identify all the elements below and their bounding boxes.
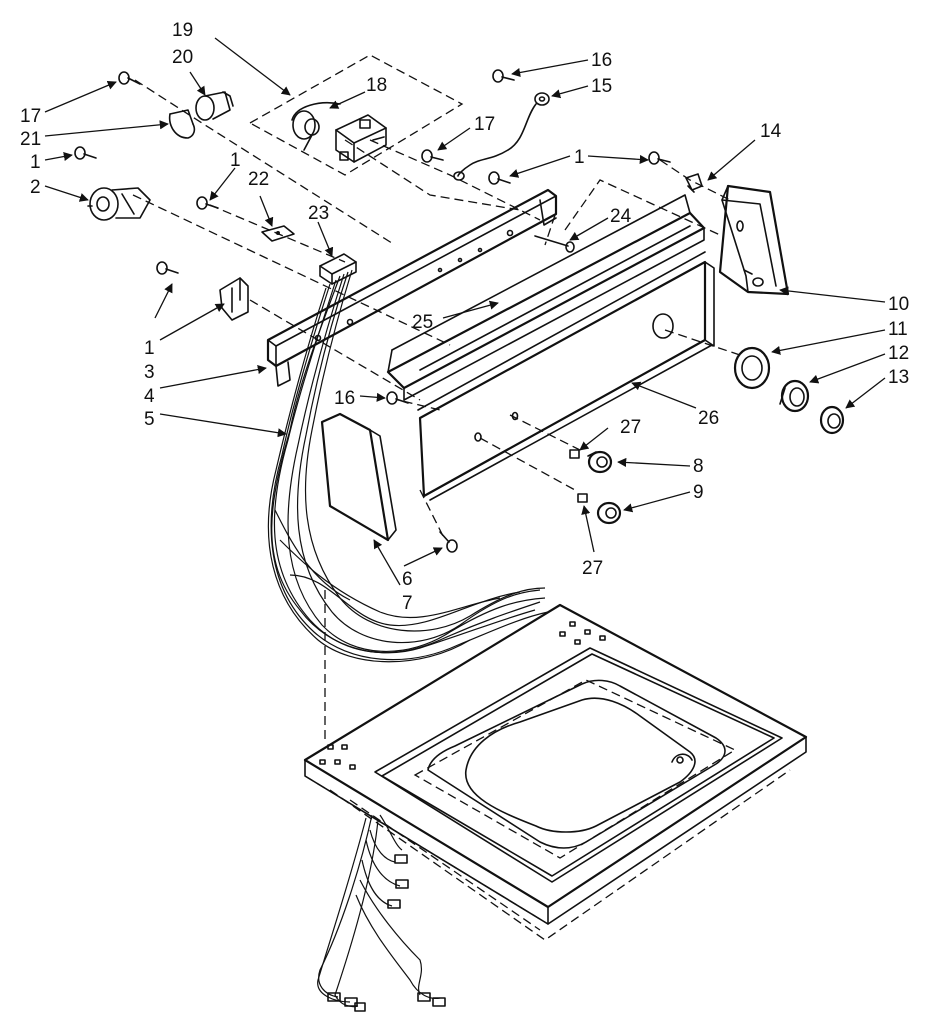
bezel-12	[779, 379, 810, 413]
knob-13	[819, 405, 845, 435]
callout-23: 23	[308, 203, 329, 224]
callout-24: 24	[610, 206, 632, 227]
callout-1: 1	[144, 338, 155, 359]
callout-16: 16	[334, 388, 355, 409]
leader-lines	[44, 37, 886, 586]
callout-27: 27	[620, 417, 641, 438]
callout-1: 1	[30, 152, 41, 173]
clip-27-lower	[577, 493, 588, 503]
screw-17-top	[118, 71, 141, 85]
callout-22: 22	[248, 169, 269, 190]
screw-1-left-low	[156, 261, 179, 275]
pin-24	[534, 235, 575, 253]
callout-labels: 19 20 18 17 21 1 2 1 22 23 16 15 17 1 14…	[20, 20, 909, 614]
bracket-3	[219, 277, 249, 321]
callout-9: 9	[693, 482, 704, 503]
screw-1-left-top	[74, 146, 97, 160]
callout-4: 4	[144, 386, 155, 407]
callout-14: 14	[760, 121, 782, 142]
knob-9	[596, 501, 622, 525]
callout-3: 3	[144, 362, 155, 383]
callout-8: 8	[693, 456, 704, 477]
callout-19: 19	[172, 20, 193, 41]
screw-16-lower	[386, 391, 409, 405]
callout-11: 11	[888, 319, 908, 340]
callout-20: 20	[172, 47, 193, 68]
callout-1: 1	[574, 147, 585, 168]
callout-18: 18	[366, 75, 387, 96]
washer-top	[303, 603, 808, 941]
console-rail-4	[266, 188, 558, 387]
ring-11	[733, 346, 771, 390]
callout-17: 17	[474, 114, 495, 135]
screw-17-right	[421, 149, 444, 163]
timer-18	[291, 102, 341, 151]
screw-1-center	[488, 171, 511, 185]
callout-1: 1	[230, 150, 241, 171]
callout-21: 21	[20, 129, 41, 150]
pressure-switch-2	[87, 187, 151, 221]
washer-15	[534, 92, 550, 106]
clip-14	[685, 173, 703, 193]
ring-terminal	[453, 171, 465, 181]
end-panel-10	[718, 184, 790, 296]
parts-group-outline	[248, 54, 464, 176]
callout-5: 5	[144, 409, 155, 430]
console-panel-25	[386, 194, 706, 401]
end-cap-7	[320, 412, 397, 542]
clip-21	[168, 109, 196, 139]
alignment-lines	[132, 79, 741, 740]
screw-1-right	[648, 151, 671, 165]
knob-8	[587, 450, 613, 474]
callout-12: 12	[888, 343, 909, 364]
timer-motor-20	[195, 91, 234, 121]
callout-10: 10	[888, 294, 909, 315]
screw-16-top	[492, 69, 515, 83]
callout-17: 17	[20, 106, 41, 127]
callout-15: 15	[591, 76, 612, 97]
callout-7: 7	[402, 593, 413, 614]
console-back-26	[417, 251, 715, 501]
lower-wire-harness	[317, 814, 446, 1012]
clip-22	[261, 225, 295, 242]
ground-wire	[457, 103, 537, 177]
switch-19	[335, 114, 387, 163]
callout-13: 13	[888, 367, 909, 388]
screw-1-mid	[196, 196, 219, 210]
wire-harness-5	[267, 269, 549, 663]
callout-25: 25	[412, 312, 433, 333]
callout-2: 2	[30, 177, 41, 198]
clip-27-upper	[569, 449, 580, 459]
callout-16: 16	[591, 50, 612, 71]
callout-26: 26	[698, 408, 719, 429]
terminal-block-23	[319, 253, 357, 285]
callout-6: 6	[402, 569, 413, 590]
callout-27: 27	[582, 558, 603, 579]
screw-6	[439, 531, 458, 553]
